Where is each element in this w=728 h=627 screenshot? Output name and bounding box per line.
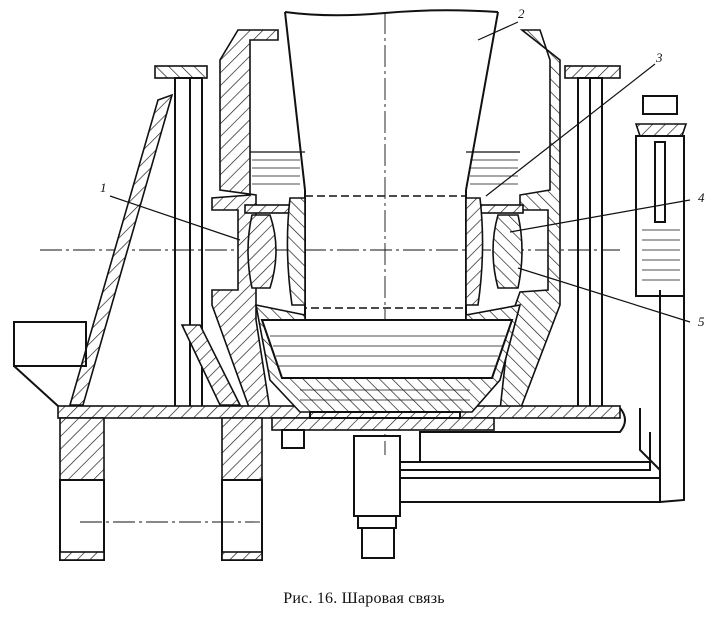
figure-caption: Рис. 16. Шаровая связь — [283, 590, 445, 607]
housing-left-wall — [211, 29, 279, 411]
callout-3: 3 — [655, 50, 663, 65]
oil-level-gauge — [634, 95, 688, 297]
callout-4: 4 — [698, 190, 705, 205]
callout-2: 2 — [518, 6, 525, 21]
callout-leaders — [109, 21, 691, 323]
left-support-frame — [68, 65, 242, 409]
foundation-legs — [59, 417, 263, 561]
ball-joint-drawing: 1 2 3 4 5 — [13, 6, 705, 561]
center-axes — [40, 12, 620, 523]
bottom-cover — [271, 411, 495, 449]
drain-pipe — [353, 290, 685, 559]
lower-bowl — [254, 303, 522, 413]
callout-1: 1 — [100, 180, 107, 195]
callout-5: 5 — [698, 314, 705, 329]
spherical-bearing — [244, 197, 524, 306]
oil-bath-upper — [250, 151, 520, 185]
